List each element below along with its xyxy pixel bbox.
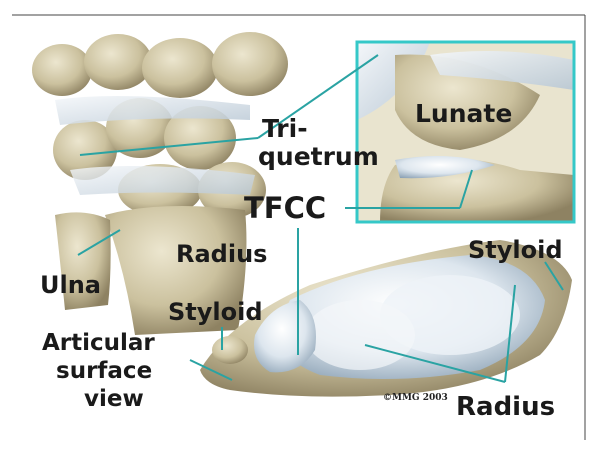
label-view: view	[84, 386, 144, 412]
copyright-text: ©MMG 2003	[383, 393, 448, 403]
label-radius-left: Radius	[176, 240, 267, 268]
label-lunate: Lunate	[415, 99, 512, 128]
metacarpal-5	[32, 44, 92, 96]
metacarpal-2	[212, 32, 288, 96]
label-tfcc: TFCC	[244, 191, 326, 225]
metacarpal-4	[84, 34, 152, 90]
lunate-fossa	[305, 300, 415, 370]
label-ulna: Ulna	[40, 271, 101, 299]
metacarpal-3	[142, 38, 218, 98]
ulna-styloid	[212, 336, 248, 364]
label-surface: surface	[56, 358, 152, 384]
label-articular: Articular	[42, 330, 155, 356]
label-styloid-right: Styloid	[468, 236, 563, 264]
label-tri: Tri-	[262, 114, 308, 143]
label-quetrum: quetrum	[258, 142, 379, 171]
inset-lunate-view	[357, 42, 574, 222]
label-styloid-left: Styloid	[168, 298, 263, 326]
label-radius-bottom: Radius	[456, 392, 555, 422]
